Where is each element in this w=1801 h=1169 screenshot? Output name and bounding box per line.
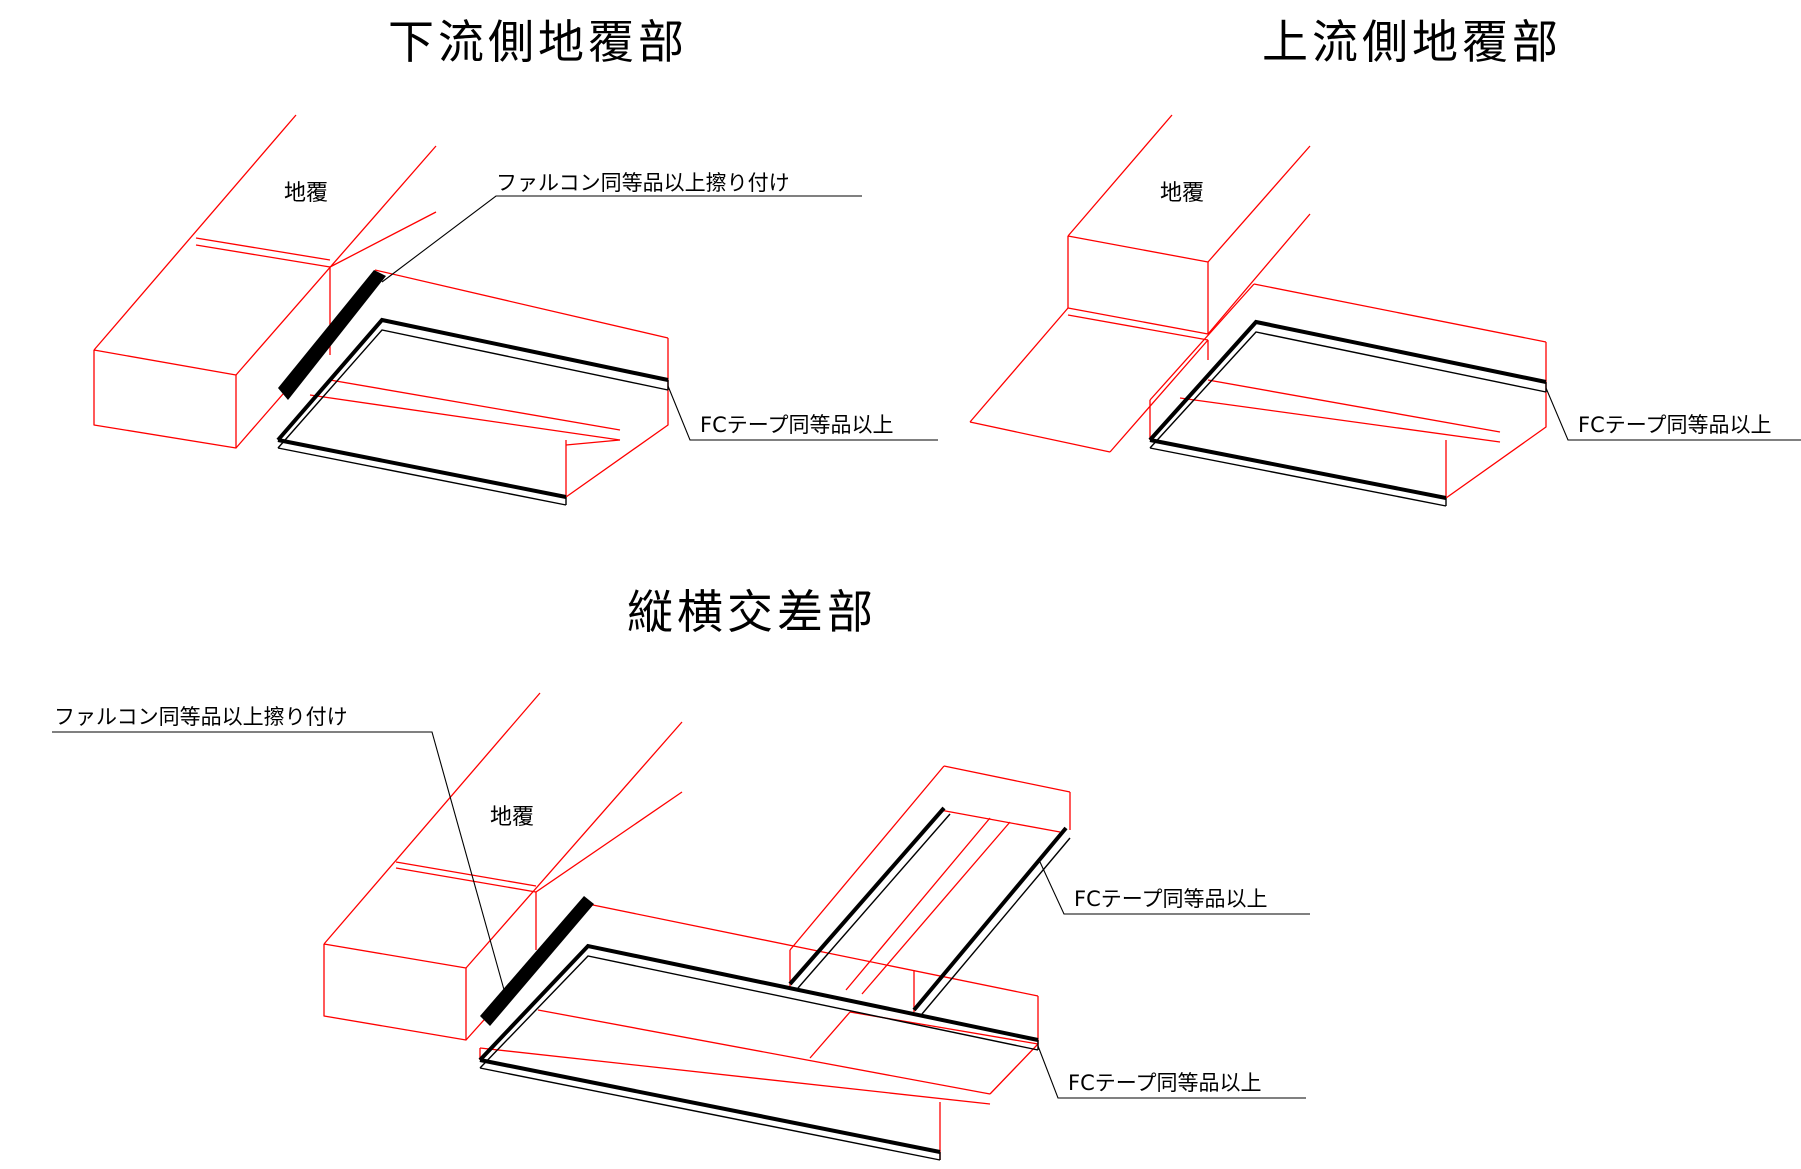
upstream-curb-outline: [969, 114, 1311, 453]
downstream-panel: 地覆 ファルコン同等品以上擦り付け FCテープ同等品以上: [93, 114, 938, 506]
title-downstream: 下流側地覆部: [388, 15, 688, 69]
upstream-slab-outline: [1149, 283, 1547, 499]
upstream-frame: [1148, 319, 1547, 507]
crossing-falcon-leader: [52, 731, 509, 1005]
crossing-fc-note-lower: FCテープ同等品以上: [1068, 1071, 1261, 1095]
downstream-falcon-leader: [381, 195, 862, 283]
upstream-fc-leader: [1545, 387, 1801, 441]
downstream-frame: [276, 317, 669, 506]
downstream-fc-note: FCテープ同等品以上: [700, 413, 893, 437]
crossing-fc-note-upper: FCテープ同等品以上: [1074, 887, 1267, 911]
downstream-jifuku-label: 地覆: [284, 181, 328, 206]
downstream-falcon-strip: [278, 270, 386, 400]
crossing-jifuku-label: 地覆: [490, 805, 534, 830]
title-upstream: 上流側地覆部: [1262, 15, 1562, 69]
title-crossing: 縦横交差部: [627, 585, 877, 639]
downstream-slab-outline: [309, 211, 669, 498]
upstream-jifuku-label: 地覆: [1160, 181, 1204, 206]
upstream-fc-note: FCテープ同等品以上: [1578, 413, 1771, 437]
crossing-fc-leader-lower: [1037, 1045, 1306, 1099]
crossing-frame: [478, 806, 1071, 1161]
crossing-branch-outline: [789, 765, 1071, 1012]
upstream-panel: 地覆 FCテープ同等品以上: [969, 114, 1801, 507]
crossing-panel: 地覆 ファルコン同等品以上擦り付け FCテープ同等品以上 FCテープ同等品以上: [52, 692, 1310, 1161]
downstream-fc-leader: [667, 385, 938, 441]
downstream-falcon-note: ファルコン同等品以上擦り付け: [496, 171, 790, 195]
crossing-falcon-strip: [480, 896, 594, 1026]
crossing-falcon-note: ファルコン同等品以上擦り付け: [54, 705, 348, 729]
downstream-curb-outline: [93, 114, 437, 449]
crossing-fc-leader-upper: [1039, 861, 1310, 915]
